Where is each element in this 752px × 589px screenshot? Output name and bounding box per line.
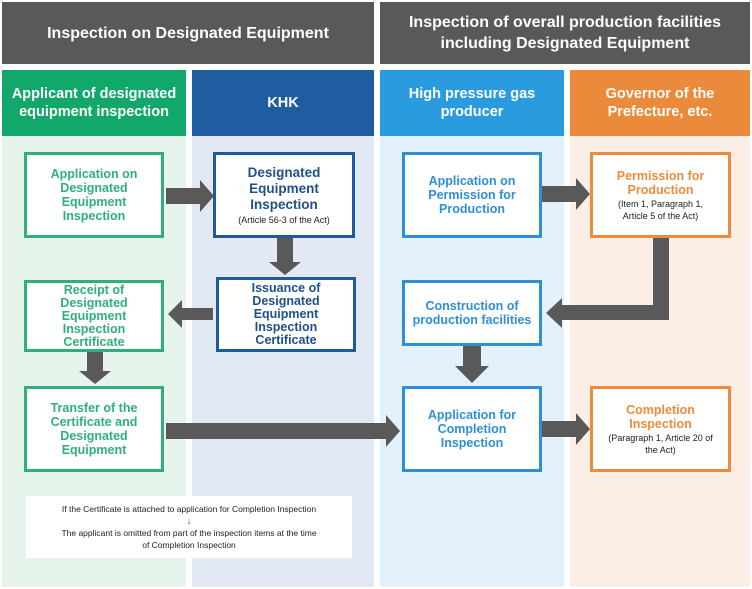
column-header-applicant: Applicant of designated equipment inspec… — [2, 70, 186, 136]
box-title: Application for Completion Inspection — [427, 408, 517, 450]
box-application-permission: Application on Permission for Production — [402, 152, 542, 238]
header-overall-production: Inspection of overall production facilit… — [380, 2, 750, 64]
arrow-to-transfer — [79, 352, 111, 384]
box-title: Designated Equipment Inspection — [247, 164, 321, 212]
box-completion-inspection: Completion Inspection (Paragraph 1, Arti… — [590, 386, 731, 472]
arrow-to-completion-app — [455, 346, 489, 383]
box-transfer-certificate: Transfer of the Certificate and Designat… — [24, 386, 164, 472]
column-header-khk: KHK — [192, 70, 374, 136]
box-title: Application on Permission for Production — [428, 174, 516, 216]
header-designated-equipment: Inspection on Designated Equipment — [2, 2, 374, 64]
box-subtitle: (Article 56-3 of the Act) — [238, 214, 330, 225]
box-permission-production: Permission for Production (Item 1, Parag… — [590, 152, 731, 238]
box-title: Receipt of Designated Equipment Inspecti… — [60, 282, 128, 349]
arrow-to-completion — [542, 413, 590, 445]
arrow-to-permission — [542, 178, 590, 210]
box-application-completion: Application for Completion Inspection — [402, 386, 542, 472]
box-title: Issuance of Designated Equipment Inspect… — [251, 281, 321, 347]
arrow-to-designated-inspection — [166, 180, 214, 212]
arrow-to-construction — [546, 238, 669, 328]
box-title: Application on Designated Equipment Insp… — [50, 167, 138, 223]
box-title: Transfer of the Certificate and Designat… — [50, 401, 138, 457]
column-header-producer: High pressure gas producer — [380, 70, 564, 136]
box-construction-facilities: Construction of production facilities — [402, 280, 542, 346]
box-designated-equipment-inspection: Designated Equipment Inspection (Article… — [213, 152, 355, 238]
box-title: Permission for Production — [616, 168, 705, 197]
box-title: Completion Inspection — [626, 402, 695, 431]
box-subtitle: (Item 1, Paragraph 1, Article 5 of the A… — [617, 198, 704, 221]
arrow-to-receipt — [168, 300, 213, 328]
box-issuance-certificate: Issuance of Designated Equipment Inspect… — [216, 277, 356, 352]
arrow-to-issuance — [269, 238, 301, 275]
box-subtitle: (Paragraph 1, Article 20 of the Act) — [608, 432, 713, 455]
arrow-to-app-completion — [166, 415, 400, 447]
column-header-governor: Governor of the Prefecture, etc. — [570, 70, 750, 136]
box-title: Construction of production facilities — [412, 299, 532, 327]
note-certificate-attached: If the Certificate is attached to applic… — [26, 496, 352, 558]
box-application-designated-inspection: Application on Designated Equipment Insp… — [24, 152, 164, 238]
box-receipt-certificate: Receipt of Designated Equipment Inspecti… — [24, 280, 164, 352]
